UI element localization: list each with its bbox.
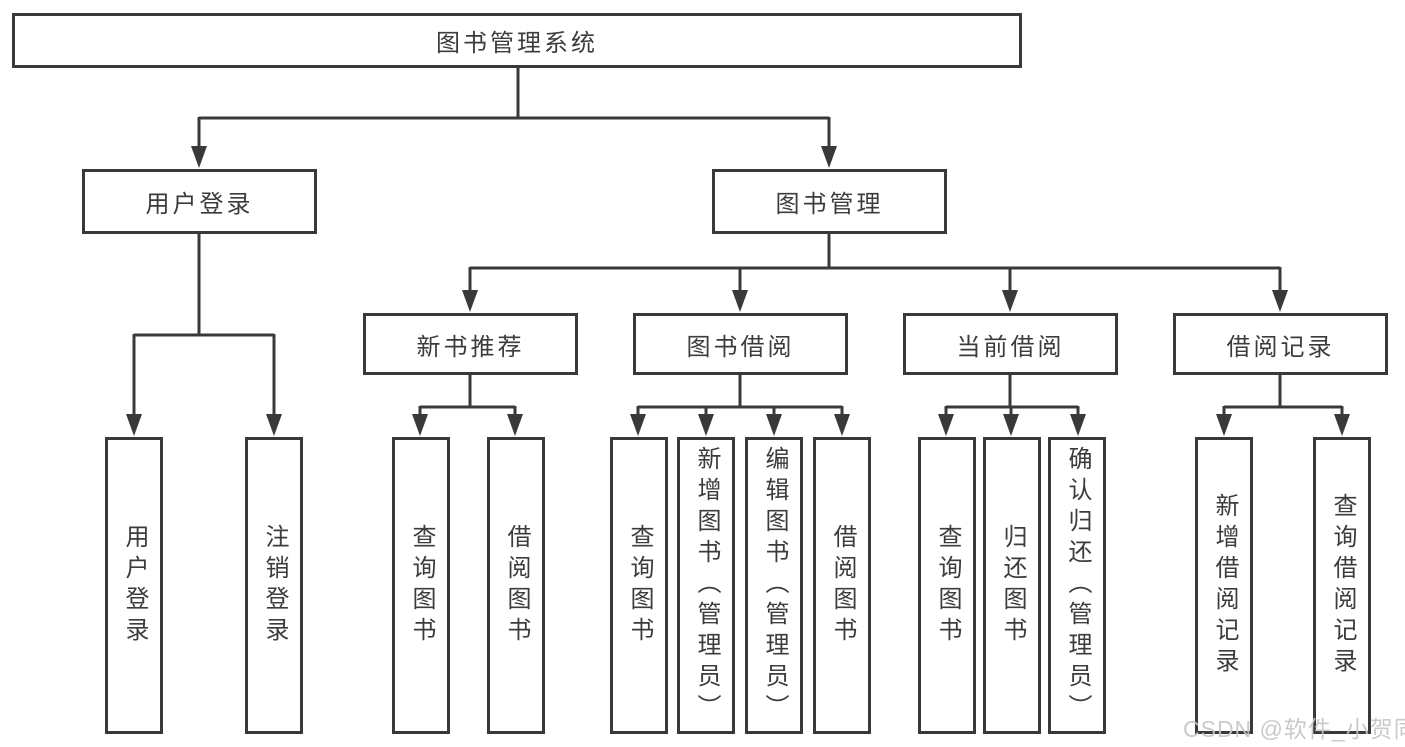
leaf-label: 新增图书（管理员） bbox=[693, 446, 720, 725]
leaf-label: 查询图书 bbox=[408, 523, 435, 648]
leaf-add-borrow-record: 新增借阅记录 bbox=[1195, 437, 1253, 734]
csdn-watermark: CSDN @软件_小贺同学 bbox=[1183, 716, 1405, 742]
leaf-label: 查询图书 bbox=[626, 523, 653, 648]
leaf-search-books-current: 查询图书 bbox=[918, 437, 976, 734]
leaf-label: 用户登录 bbox=[121, 523, 148, 648]
node-library-management-system: 图书管理系统 bbox=[12, 13, 1022, 68]
leaf-label: 借阅图书 bbox=[829, 523, 856, 648]
leaf-search-books-borrow: 查询图书 bbox=[610, 437, 668, 734]
leaf-label: 编辑图书（管理员） bbox=[761, 446, 788, 725]
leaf-search-books-recommend: 查询图书 bbox=[392, 437, 450, 734]
node-book-borrow: 图书借阅 bbox=[633, 313, 848, 375]
leaf-add-books-admin: 新增图书（管理员） bbox=[677, 437, 735, 734]
node-label: 用户登录 bbox=[145, 191, 254, 218]
leaf-confirm-return-admin: 确认归还（管理员） bbox=[1048, 437, 1106, 734]
node-label: 借阅记录 bbox=[1226, 333, 1335, 361]
node-label: 图书管理 bbox=[775, 191, 884, 218]
leaf-label: 注销登录 bbox=[261, 523, 288, 648]
node-user-login: 用户登录 bbox=[82, 169, 317, 234]
node-label: 当前借阅 bbox=[956, 333, 1065, 361]
leaf-label: 查询借阅记录 bbox=[1329, 492, 1356, 679]
leaf-user-login: 用户登录 bbox=[105, 437, 163, 734]
leaf-logout-login: 注销登录 bbox=[245, 437, 303, 734]
leaf-return-books: 归还图书 bbox=[983, 437, 1041, 734]
leaf-label: 归还图书 bbox=[999, 523, 1026, 648]
node-label: 图书借阅 bbox=[686, 333, 795, 361]
leaf-borrow-books-recommend: 借阅图书 bbox=[487, 437, 545, 734]
node-book-management: 图书管理 bbox=[712, 169, 947, 234]
leaf-label: 确认归还（管理员） bbox=[1064, 446, 1091, 725]
node-label: 新书推荐 bbox=[416, 333, 525, 361]
node-label: 图书管理系统 bbox=[436, 30, 598, 57]
node-borrow-records: 借阅记录 bbox=[1173, 313, 1388, 375]
leaf-edit-books-admin: 编辑图书（管理员） bbox=[745, 437, 803, 734]
node-new-book-recommend: 新书推荐 bbox=[363, 313, 578, 375]
leaf-label: 查询图书 bbox=[934, 523, 961, 648]
leaf-label: 借阅图书 bbox=[503, 523, 530, 648]
node-current-borrow: 当前借阅 bbox=[903, 313, 1118, 375]
leaf-borrow-books: 借阅图书 bbox=[813, 437, 871, 734]
leaf-search-borrow-record: 查询借阅记录 bbox=[1313, 437, 1371, 734]
leaf-label: 新增借阅记录 bbox=[1211, 492, 1238, 679]
